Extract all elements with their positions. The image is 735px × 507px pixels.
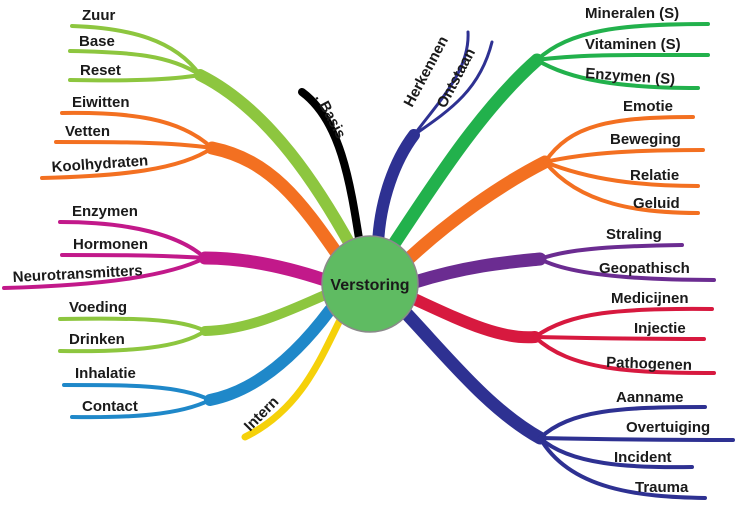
branch-stem bbox=[398, 305, 547, 445]
branch-stem bbox=[406, 292, 541, 344]
branch-zuur-base-reset: Zuur Base Reset bbox=[68, 7, 358, 254]
node-label[interactable]: Medicijnen bbox=[611, 290, 689, 307]
node-label[interactable]: Emotie bbox=[623, 98, 673, 115]
branch-stem bbox=[372, 129, 420, 250]
branch-mentaal: Aanname Overtuiging Incident Trauma bbox=[398, 305, 735, 500]
branch-twig bbox=[54, 140, 214, 150]
node-label[interactable]: Neurotransmitters bbox=[12, 262, 143, 286]
branch-twig bbox=[543, 160, 700, 188]
node-label[interactable]: Overtuiging bbox=[626, 419, 710, 436]
node-label[interactable]: Enzymen (S) bbox=[585, 65, 676, 88]
branch-twig bbox=[70, 24, 202, 77]
node-label[interactable]: Eiwitten bbox=[72, 94, 130, 111]
branch-twig bbox=[412, 30, 470, 137]
node-label[interactable]: Koolhydraten bbox=[51, 152, 149, 176]
node-label[interactable]: Relatie bbox=[630, 167, 679, 184]
branch-twig bbox=[538, 405, 707, 440]
branch-stem bbox=[298, 88, 364, 249]
branch-twig bbox=[538, 436, 707, 500]
branch-stem bbox=[241, 316, 344, 441]
node-label[interactable]: Vitaminen (S) bbox=[585, 36, 681, 53]
branch-twig bbox=[543, 115, 695, 164]
branch-inname: Voeding Drinken bbox=[58, 290, 330, 354]
branch-omgeving: Straling Geopathisch bbox=[408, 226, 716, 289]
node-label[interactable]: Hormonen bbox=[73, 236, 148, 253]
branch-supplementen: Mineralen (S) Vitaminen (S) Enzymen (S) bbox=[383, 5, 710, 257]
branch-twig bbox=[2, 256, 207, 290]
branch-twig bbox=[538, 243, 684, 261]
branch-twig bbox=[70, 398, 212, 420]
center-circle[interactable] bbox=[321, 235, 419, 333]
branch-stem bbox=[204, 304, 336, 406]
node-label[interactable]: Zuur bbox=[82, 7, 115, 24]
branch-stem bbox=[198, 251, 332, 287]
branch-stem bbox=[205, 141, 347, 265]
node-label[interactable]: Reset bbox=[80, 62, 121, 79]
branch-stem bbox=[200, 290, 330, 336]
branch-twig bbox=[543, 160, 700, 215]
branch-twig bbox=[60, 253, 207, 260]
branch-twig bbox=[68, 73, 202, 83]
branch-twig bbox=[68, 49, 202, 77]
branch-stem bbox=[383, 53, 544, 257]
branch-twig bbox=[58, 316, 207, 333]
branch-twig bbox=[535, 58, 700, 90]
branch-twig bbox=[412, 40, 494, 137]
node-label[interactable]: Trauma bbox=[635, 479, 689, 496]
node-label[interactable]: Injectie bbox=[634, 320, 686, 337]
node-label[interactable]: Beweging bbox=[610, 131, 681, 148]
branch-twig bbox=[533, 335, 716, 375]
branch-twig bbox=[40, 146, 214, 180]
branch-twig bbox=[538, 257, 716, 282]
center-label[interactable]: Verstoring bbox=[330, 277, 409, 294]
node-label[interactable]: Geopathisch bbox=[599, 260, 690, 277]
branch-twig bbox=[535, 22, 710, 62]
node-label[interactable]: . Basis bbox=[311, 91, 349, 142]
node-label[interactable]: Pathogenen bbox=[606, 354, 692, 374]
branch-voedingsstoffen: Eiwitten Vetten Koolhydraten bbox=[40, 94, 347, 265]
node-label[interactable]: Base bbox=[79, 33, 115, 50]
node-label[interactable]: Mineralen (S) bbox=[585, 5, 679, 22]
node-label[interactable]: Inhalatie bbox=[75, 365, 136, 382]
branch-opname: Inhalatie Contact bbox=[62, 304, 336, 420]
branch-twig bbox=[535, 52, 710, 62]
branch-twig bbox=[533, 306, 714, 339]
node-label[interactable]: Aanname bbox=[616, 389, 684, 406]
branch-twig bbox=[60, 110, 214, 150]
branch-twig bbox=[543, 148, 705, 164]
node-label[interactable]: Vetten bbox=[65, 123, 110, 140]
center-node[interactable]: Verstoring bbox=[321, 235, 419, 333]
branch-psyche: Emotie Beweging Relatie Geluid bbox=[398, 98, 705, 269]
branch-twig bbox=[538, 436, 735, 442]
node-label[interactable]: Contact bbox=[82, 398, 138, 415]
branch-twig bbox=[538, 436, 694, 470]
branch-stem bbox=[398, 155, 552, 269]
node-label[interactable]: Enzymen bbox=[72, 203, 138, 220]
node-label[interactable]: Geluid bbox=[633, 195, 680, 212]
branch-stem bbox=[194, 69, 358, 254]
branch-twig bbox=[533, 335, 706, 341]
branch-twig bbox=[62, 383, 212, 402]
node-label[interactable]: Incident bbox=[614, 449, 672, 466]
branch-stem bbox=[408, 252, 547, 289]
branch-twig bbox=[58, 329, 207, 354]
branch-extern: Medicijnen Injectie Pathogenen bbox=[406, 290, 716, 375]
node-label[interactable]: Voeding bbox=[69, 299, 127, 316]
branch-twig bbox=[58, 220, 207, 260]
branch-boodschappers: Enzymen Hormonen Neurotransmitters bbox=[2, 203, 332, 290]
node-label[interactable]: Straling bbox=[606, 226, 662, 243]
node-label[interactable]: Drinken bbox=[69, 331, 125, 348]
